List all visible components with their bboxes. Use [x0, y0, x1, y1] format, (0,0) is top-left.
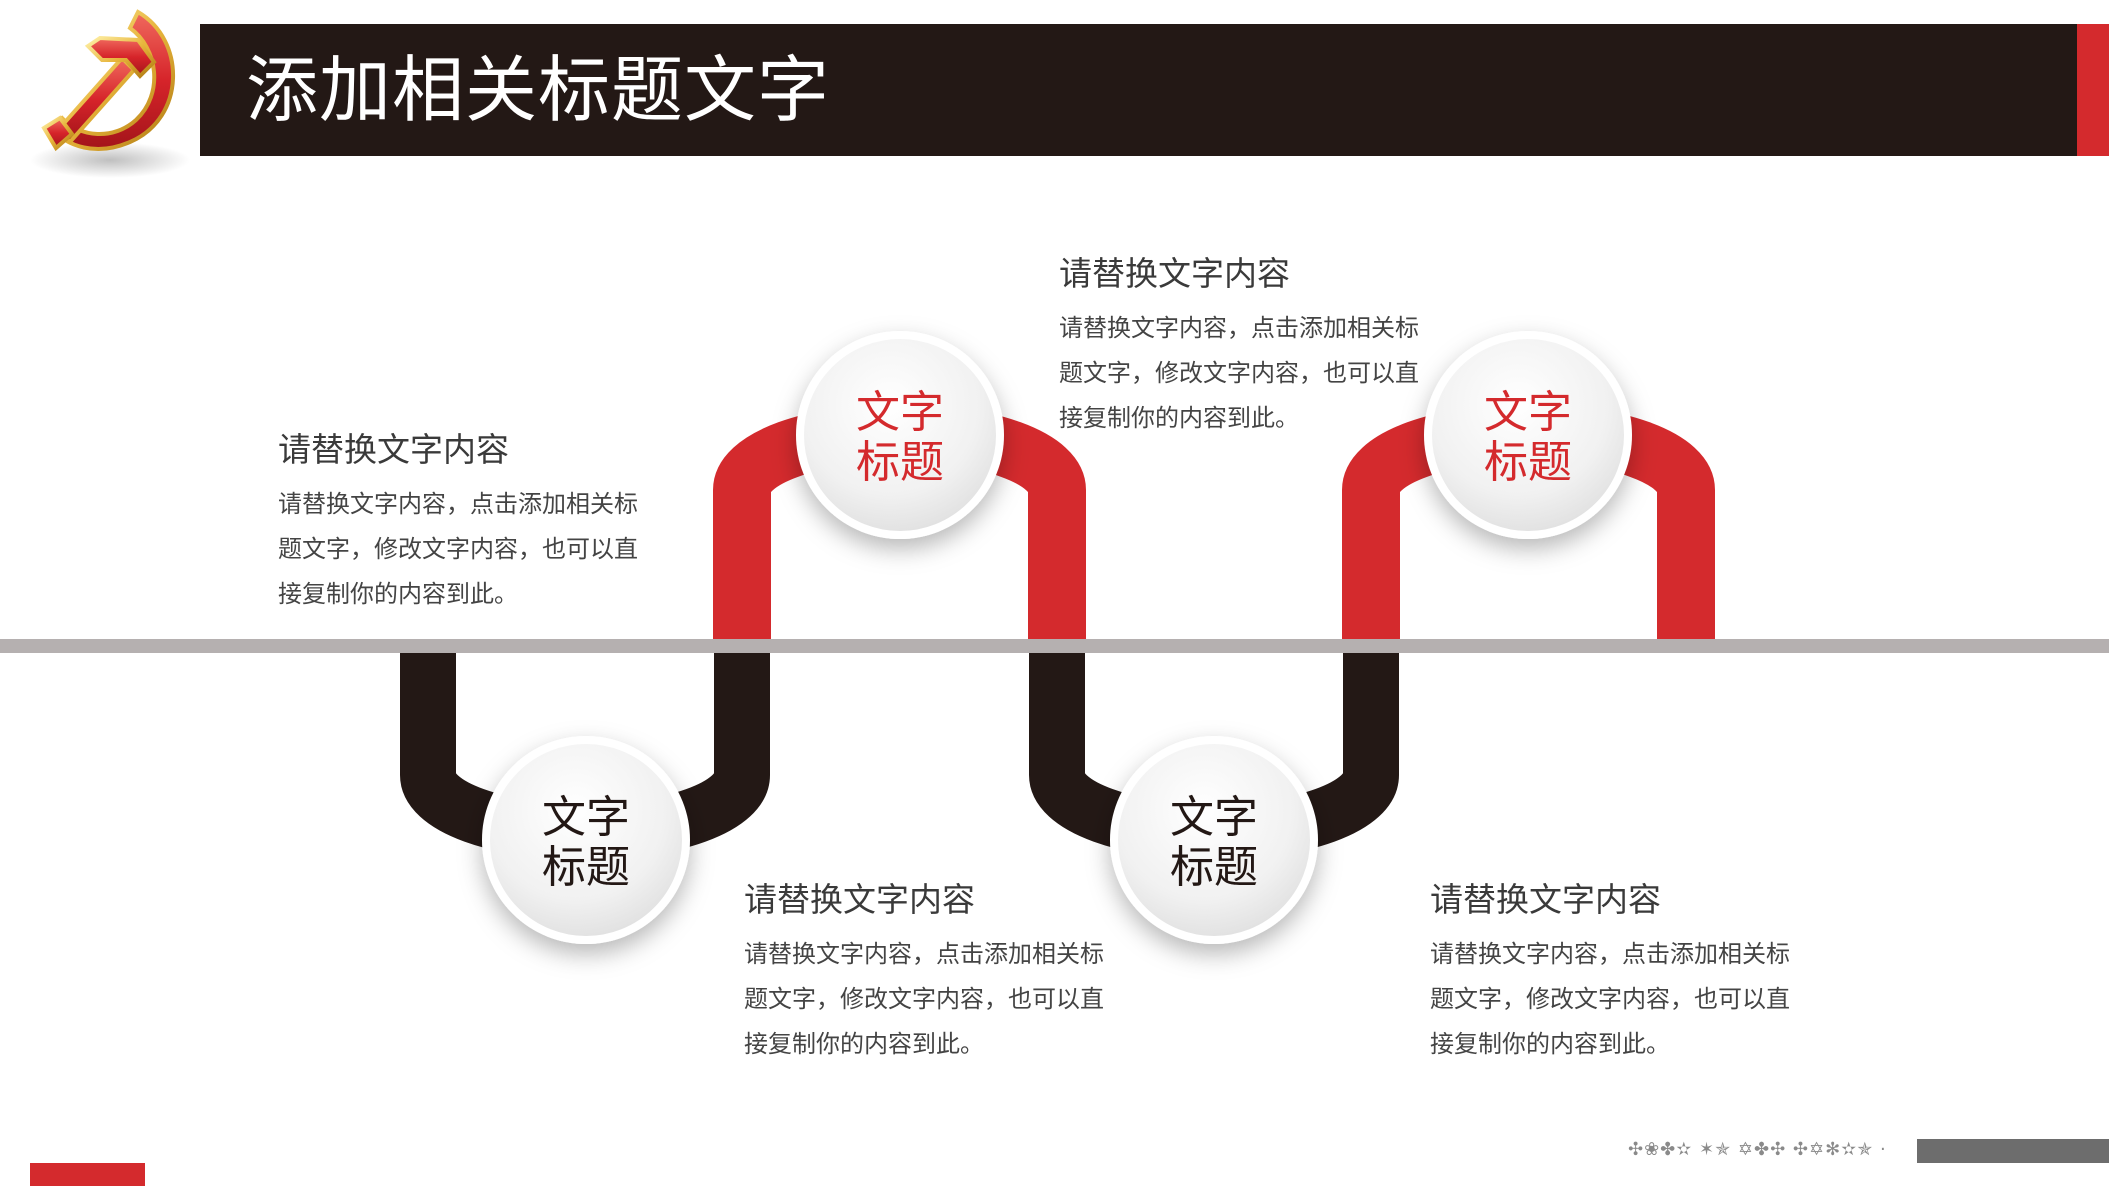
node-label-line: 文字 [856, 387, 944, 438]
node-circle-2 [1424, 331, 1632, 539]
text-block-body: 请替换文字内容，点击添加相关标题文字，修改文字内容，也可以直接复制你的内容到此。 [1059, 314, 1419, 432]
text-block-4: 请替换文字内容 请替换文字内容，点击添加相关标题文字，修改文字内容，也可以直接复… [1430, 878, 1830, 1067]
node-circle-4 [1110, 736, 1318, 944]
node-label-line: 文字 [542, 792, 630, 843]
page-title: 添加相关标题文字 [246, 48, 831, 132]
node-label-1: 文字 标题 [815, 388, 985, 488]
footer-ornament: ✣❀✤✫ ✶✯ ✡✤✣ ✣✡✻✫✯ · [1628, 1139, 1887, 1160]
title-accent-bar [2077, 24, 2109, 156]
node-label-3: 文字 标题 [501, 793, 671, 893]
node-label-2: 文字 标题 [1443, 388, 1613, 488]
timeline-divider [0, 639, 2109, 653]
title-bar [200, 24, 2077, 156]
text-block-heading: 请替换文字内容 [1430, 880, 1661, 919]
node-label-line: 标题 [542, 842, 630, 893]
text-block-body: 请替换文字内容，点击添加相关标题文字，修改文字内容，也可以直接复制你的内容到此。 [744, 940, 1104, 1058]
text-block-3: 请替换文字内容 请替换文字内容，点击添加相关标题文字，修改文字内容，也可以直接复… [744, 878, 1144, 1067]
node-circle-3 [482, 736, 690, 944]
node-circle-1 [796, 331, 1004, 539]
party-emblem-icon [30, 9, 190, 178]
text-block-2: 请替换文字内容 请替换文字内容，点击添加相关标题文字，修改文字内容，也可以直接复… [1059, 252, 1459, 441]
text-block-body: 请替换文字内容，点击添加相关标题文字，修改文字内容，也可以直接复制你的内容到此。 [1430, 940, 1790, 1058]
node-label-line: 标题 [856, 437, 944, 488]
text-block-1: 请替换文字内容 请替换文字内容，点击添加相关标题文字，修改文字内容，也可以直接复… [278, 428, 678, 617]
text-block-body: 请替换文字内容，点击添加相关标题文字，修改文字内容，也可以直接复制你的内容到此。 [278, 490, 638, 608]
node-label-line: 标题 [1484, 437, 1572, 488]
node-label-line: 文字 [1484, 387, 1572, 438]
footer-red-bar [30, 1163, 145, 1186]
text-block-heading: 请替换文字内容 [1059, 254, 1290, 293]
node-label-line: 标题 [1170, 842, 1258, 893]
node-label-line: 文字 [1170, 792, 1258, 843]
footer-grey-bar [1917, 1139, 2109, 1163]
node-label-4: 文字 标题 [1129, 793, 1299, 893]
text-block-heading: 请替换文字内容 [744, 880, 975, 919]
text-block-heading: 请替换文字内容 [278, 430, 509, 469]
